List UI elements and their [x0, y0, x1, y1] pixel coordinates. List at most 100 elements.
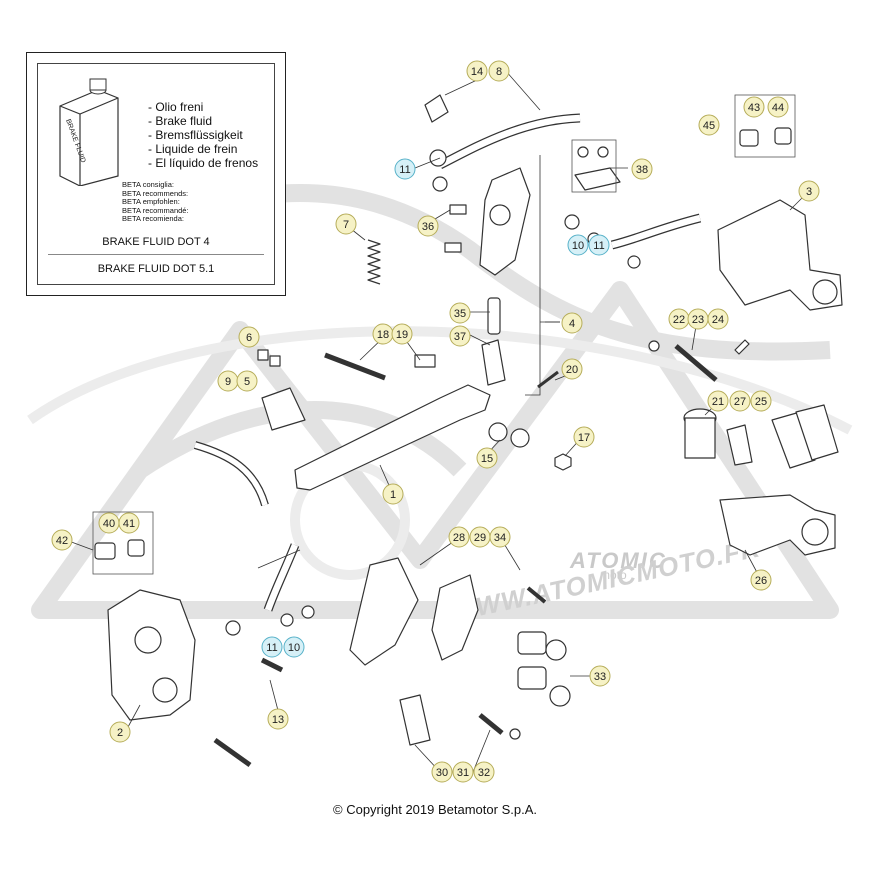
- bleeder-cap-44: [774, 127, 792, 145]
- brake-pad-29: [431, 574, 479, 661]
- bleeder-cap-41: [127, 539, 145, 557]
- callout-bubble: [729, 390, 751, 412]
- callout-bubble: [431, 761, 453, 783]
- callout-27: 27: [729, 390, 751, 412]
- callout-41: 41: [118, 512, 140, 534]
- callout-11: 11: [394, 158, 416, 180]
- washer-top: [429, 149, 447, 167]
- callout-bubble: [707, 308, 729, 330]
- pin-23: [674, 344, 718, 382]
- callout-11: 11: [261, 636, 283, 658]
- bleeder-34: [526, 586, 547, 604]
- callout-38: 38: [631, 158, 653, 180]
- callout-bubble: [283, 636, 305, 658]
- recommend-fr: BETA recommandé:: [122, 205, 189, 215]
- callout-number: 26: [755, 575, 767, 587]
- callout-17: 17: [573, 426, 595, 448]
- pin-cap-22: [648, 340, 660, 352]
- callout-bubble: [573, 426, 595, 448]
- callout-number: 25: [755, 396, 767, 408]
- callout-20: 20: [561, 358, 583, 380]
- recommends-list: BETA consiglia: BETA recommends: BETA em…: [122, 180, 189, 224]
- callout-24: 24: [707, 308, 729, 330]
- callout-bubble: [466, 60, 488, 82]
- callout-4: 4: [561, 312, 583, 334]
- callout-number: 34: [494, 532, 506, 544]
- copyright-text: © Copyright 2019 Betamotor S.p.A.: [333, 802, 537, 817]
- part-group-frame: [571, 139, 617, 193]
- callout-35: 35: [449, 302, 471, 324]
- fluid-lang-en: - Brake fluid: [148, 114, 213, 128]
- callout-number: 9: [225, 376, 231, 388]
- return-spring: [367, 239, 381, 285]
- bolt-13: [213, 737, 252, 768]
- cotter-pin-20: [537, 370, 559, 389]
- callout-bubble: [707, 390, 729, 412]
- callout-bubble: [488, 60, 510, 82]
- brake-fluid-inner-frame: BRAKE FLUID - Olio freni - Brake fluid -…: [37, 63, 275, 285]
- callout-bubble: [750, 569, 772, 591]
- callout-number: 33: [594, 671, 606, 683]
- bleeder-cap-40: [94, 542, 116, 560]
- callout-bubble: [261, 636, 283, 658]
- callout-bubble: [589, 665, 611, 687]
- callout-bubble: [561, 358, 583, 380]
- push-rod: [487, 297, 501, 335]
- recommend-it: BETA consiglia:: [122, 180, 174, 189]
- callout-23: 23: [687, 308, 709, 330]
- callout-bubble: [382, 483, 404, 505]
- bolt-36: [449, 204, 467, 215]
- callout-number: 2: [117, 727, 123, 739]
- callout-bubble: [476, 447, 498, 469]
- callout-bubble: [698, 114, 720, 136]
- bleeder-cap-43: [739, 129, 759, 147]
- banjo-bolt-rear: [564, 214, 580, 230]
- callout-42: 42: [51, 529, 73, 551]
- callout-bubble: [798, 180, 820, 202]
- callout-number: 31: [457, 767, 469, 779]
- callout-43: 43: [743, 96, 765, 118]
- fluid-lang-fr: - Liquide de frein: [148, 142, 238, 156]
- callout-bubble: [118, 512, 140, 534]
- part-group-frame: [734, 94, 796, 158]
- callout-number: 10: [572, 240, 584, 252]
- callout-number: 42: [56, 535, 68, 547]
- callout-bubble: [109, 721, 131, 743]
- callout-10: 10: [567, 234, 589, 256]
- callout-19: 19: [391, 323, 413, 345]
- part-group-frame: [92, 511, 154, 575]
- shim-27: [726, 424, 753, 466]
- pivot-bolt-18: [324, 352, 386, 381]
- callout-36: 36: [417, 215, 439, 237]
- callout-8: 8: [488, 60, 510, 82]
- piston-33a: [517, 631, 547, 655]
- callout-number: 5: [244, 376, 250, 388]
- seal-15a: [488, 422, 508, 442]
- callout-22: 22: [668, 308, 690, 330]
- callout-number: 36: [422, 221, 434, 233]
- callout-bubble: [51, 529, 73, 551]
- callout-33: 33: [589, 665, 611, 687]
- callout-2: 2: [109, 721, 131, 743]
- callout-5: 5: [236, 370, 258, 392]
- clevis: [481, 339, 506, 386]
- callout-bubble: [473, 761, 495, 783]
- callout-bubble: [448, 526, 470, 548]
- callout-32: 32: [473, 761, 495, 783]
- callout-number: 45: [703, 120, 715, 132]
- callout-number: 27: [734, 396, 746, 408]
- callout-bubble: [452, 761, 474, 783]
- callout-number: 6: [246, 332, 252, 344]
- fluid-language-list: - Olio freni - Brake fluid - Bremsflüssi…: [148, 100, 258, 170]
- callout-number: 37: [454, 331, 466, 343]
- callout-number: 4: [569, 318, 575, 330]
- callout-44: 44: [767, 96, 789, 118]
- fluid-grade-dot51: BRAKE FLUID DOT 5.1: [97, 263, 215, 275]
- callout-31: 31: [452, 761, 474, 783]
- callout-bubble: [238, 326, 260, 348]
- callout-number: 20: [566, 364, 578, 376]
- cap-32: [509, 728, 521, 740]
- callout-21: 21: [707, 390, 729, 412]
